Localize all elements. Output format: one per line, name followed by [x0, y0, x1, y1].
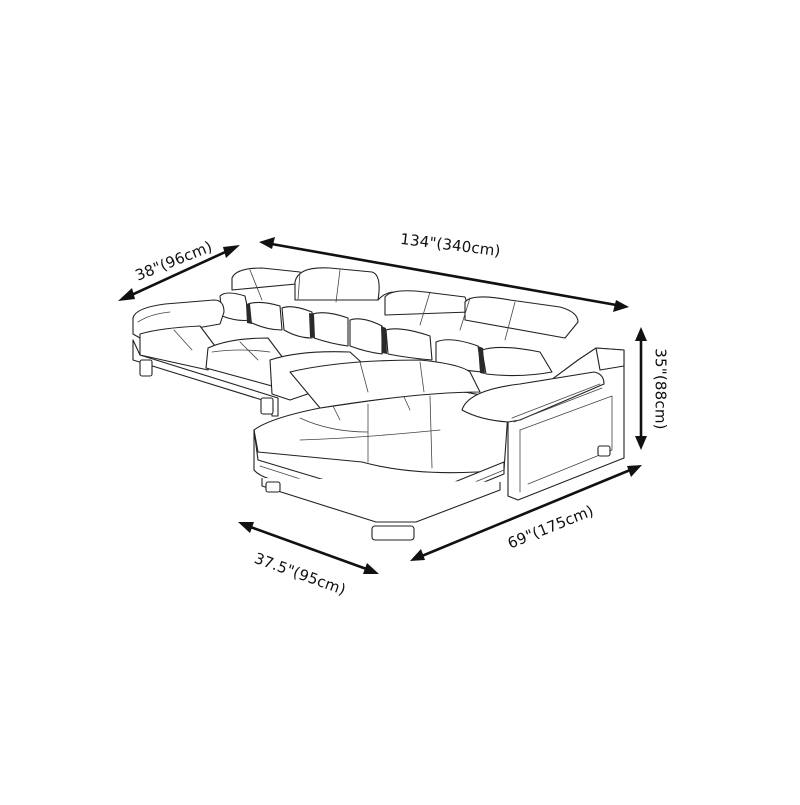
dimension-label-height: 35"(88cm): [651, 348, 670, 430]
sofa-illustration: [132, 267, 625, 541]
dimension-arrows: [118, 237, 647, 574]
